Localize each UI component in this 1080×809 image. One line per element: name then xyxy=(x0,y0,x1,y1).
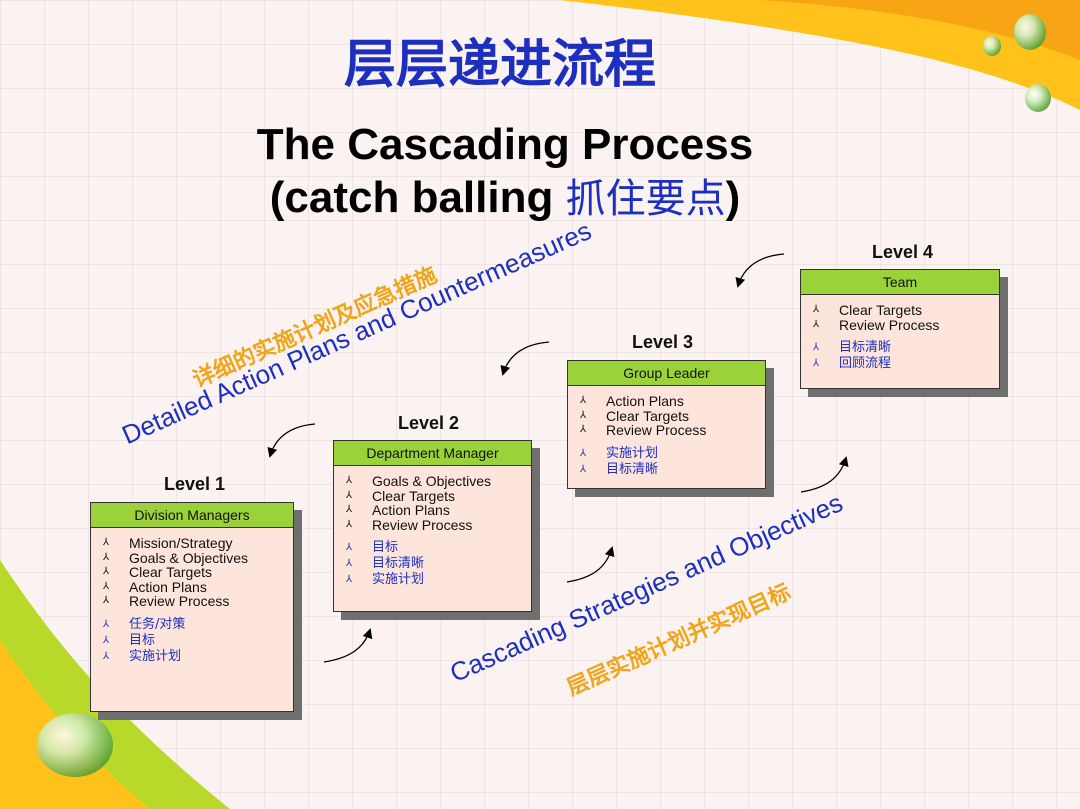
level-4-box: Team ⅄Clear Targets ⅄Review Process ⅄目标清… xyxy=(800,269,1000,389)
list-item: ⅄目标清晰 xyxy=(580,461,659,477)
list-item: ⅄Clear Targets xyxy=(580,407,690,424)
subtitle-chinese: 抓住要点 xyxy=(565,176,726,222)
page-subtitle: (catch balling 抓住要点) xyxy=(0,166,1010,224)
list-item: ⅄任务/对策 xyxy=(103,616,186,632)
list-item: ⅄目标清晰 xyxy=(813,340,892,356)
arrow-down-2 xyxy=(500,341,550,376)
list-item: ⅄Review Process xyxy=(813,316,940,333)
list-item: ⅄Action Plans xyxy=(103,578,207,595)
bullet-icon: ⅄ xyxy=(346,475,353,486)
list-item: ⅄Action Plans xyxy=(580,393,684,409)
bullet-icon: ⅄ xyxy=(580,447,587,459)
list-item: ⅄Clear Targets xyxy=(346,487,456,504)
top-right-swoosh-orange xyxy=(760,0,1080,60)
bullet-icon: ⅄ xyxy=(346,504,353,516)
bullet-icon: ⅄ xyxy=(103,580,110,592)
arrow-up-2 xyxy=(566,546,615,583)
arrow-up-1 xyxy=(323,628,373,663)
list-item: ⅄Goals & Objectives xyxy=(346,473,492,489)
bullet-icon: ⅄ xyxy=(346,558,353,570)
bullet-icon: ⅄ xyxy=(346,518,353,530)
bullet-icon: ⅄ xyxy=(813,318,820,330)
level-2-list-cn: ⅄目标 ⅄目标清晰 ⅄实施计划 xyxy=(334,540,531,588)
list-item: ⅄实施计划 xyxy=(346,572,425,588)
bullet-icon: ⅄ xyxy=(813,358,820,370)
list-item: ⅄目标 xyxy=(346,540,399,556)
bullet-icon: ⅄ xyxy=(103,634,110,646)
list-item: ⅄Action Plans xyxy=(346,502,450,519)
level-4-label: Level 4 xyxy=(872,242,934,262)
bullet-icon: ⅄ xyxy=(103,551,110,563)
water-drop-icon xyxy=(37,14,1051,777)
level-2-list-en: ⅄Goals & Objectives ⅄Clear Targets ⅄Acti… xyxy=(334,474,531,532)
subtitle-prefix: (catch balling xyxy=(269,173,566,222)
subtitle-suffix: ) xyxy=(725,173,741,222)
list-item: ⅄Mission/Strategy xyxy=(103,535,233,551)
bullet-icon: ⅄ xyxy=(103,537,110,548)
level-1-box: Division Managers ⅄Mission/Strategy ⅄Goa… xyxy=(90,502,294,712)
list-item: ⅄目标清晰 xyxy=(346,556,425,572)
list-item: ⅄Review Process xyxy=(103,593,230,610)
level-3-label: Level 3 xyxy=(632,332,694,352)
level-2-header: Department Manager xyxy=(334,441,531,466)
level-3-list-en: ⅄Action Plans ⅄Clear Targets ⅄Review Pro… xyxy=(568,394,765,438)
bullet-icon: ⅄ xyxy=(103,618,110,630)
page-title-chinese: 层层递进流程 xyxy=(343,35,656,95)
bullet-icon: ⅄ xyxy=(346,489,353,501)
page-title-english: The Cascading Process xyxy=(256,120,754,169)
level-1-list-cn: ⅄任务/对策 ⅄目标 ⅄实施计划 xyxy=(91,617,293,665)
arrow-down-3 xyxy=(267,423,316,458)
list-item: ⅄实施计划 xyxy=(103,648,182,664)
arrow-up-3 xyxy=(800,456,849,493)
list-item: ⅄实施计划 xyxy=(580,445,659,461)
bullet-icon: ⅄ xyxy=(580,424,587,436)
bullet-icon: ⅄ xyxy=(103,595,110,607)
level-4-list-en: ⅄Clear Targets ⅄Review Process xyxy=(801,303,999,332)
list-item: ⅄Clear Targets xyxy=(103,564,213,581)
list-item: ⅄目标 xyxy=(103,632,156,648)
level-4-header: Team xyxy=(801,270,999,295)
level-3-header: Group Leader xyxy=(568,361,765,386)
bullet-icon: ⅄ xyxy=(580,395,587,406)
bullet-icon: ⅄ xyxy=(346,542,353,554)
top-right-swoosh-yellow xyxy=(560,0,1080,110)
list-item: ⅄Goals & Objectives xyxy=(103,549,249,566)
bullet-icon: ⅄ xyxy=(580,463,587,475)
level-2-label: Level 2 xyxy=(398,413,460,433)
bullet-icon: ⅄ xyxy=(103,566,110,578)
level-3-list-cn: ⅄实施计划 ⅄目标清晰 xyxy=(568,446,765,478)
level-3-box: Group Leader ⅄Action Plans ⅄Clear Target… xyxy=(567,360,766,489)
arrow-down-1 xyxy=(735,253,785,288)
list-item: ⅄Review Process xyxy=(580,422,707,439)
bullet-icon: ⅄ xyxy=(813,304,820,315)
list-item: ⅄Clear Targets xyxy=(813,302,923,318)
level-2-box: Department Manager ⅄Goals & Objectives ⅄… xyxy=(333,440,532,612)
bullet-icon: ⅄ xyxy=(580,409,587,421)
level-4-list-cn: ⅄目标清晰 ⅄回顾流程 xyxy=(801,340,999,372)
list-item: ⅄回顾流程 xyxy=(813,356,892,372)
bullet-icon: ⅄ xyxy=(346,574,353,586)
bottom-left-swoosh-yellow xyxy=(0,640,150,809)
level-1-header: Division Managers xyxy=(91,503,293,528)
bullet-icon: ⅄ xyxy=(813,342,820,354)
level-1-label: Level 1 xyxy=(164,474,226,494)
bullet-icon: ⅄ xyxy=(103,650,110,662)
list-item: ⅄Review Process xyxy=(346,516,473,533)
level-1-list-en: ⅄Mission/Strategy ⅄Goals & Objectives ⅄C… xyxy=(91,536,293,609)
